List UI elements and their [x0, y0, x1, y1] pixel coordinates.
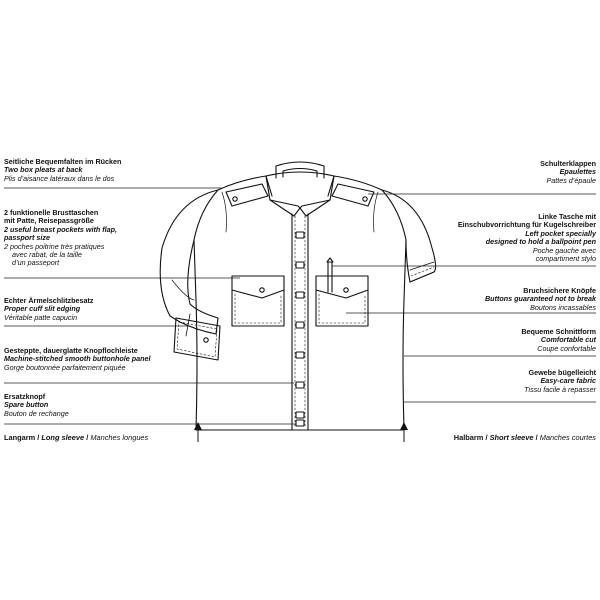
placket-buttons — [295, 231, 305, 419]
left-pocket-stitch — [234, 293, 282, 324]
label-pen-pocket-en-1: Left pocket specially — [525, 228, 596, 238]
pen-slot — [327, 261, 333, 293]
label-comfort-cut-en: Comfortable cut — [540, 335, 596, 345]
footer-short-de: Halbarm — [453, 433, 484, 442]
placket-stitch — [294, 215, 306, 429]
right-pocket-flap — [315, 275, 369, 299]
footer-short-sleeve: Halbarm / Short sleeve / Manches courtes — [454, 433, 596, 442]
label-breast-pockets-en-2: passport size — [4, 233, 50, 243]
left-pocket-button — [259, 287, 265, 293]
label-cuff-slit: Echter Ärmelschlitzbesatz Proper cuff sl… — [4, 296, 94, 322]
label-breast-pockets-de-1: 2 funktionelle Brusttaschen — [4, 208, 99, 217]
label-breast-pockets-fr-2: avec rabat, de la taille — [12, 250, 82, 260]
label-pen-pocket-de-2: Einschubvorrichtung für Kugelschreiber — [457, 220, 596, 230]
left-epaulette — [225, 183, 269, 207]
label-breast-pockets-fr-3: d’un passeport — [12, 258, 60, 268]
label-box-pleats-en: Two box pleats at back — [4, 165, 83, 175]
label-unbreakable: Bruchsichere Knöpfe Buttons guaranteed n… — [484, 286, 596, 312]
footer-long-sep-2: / — [86, 433, 89, 442]
footer-short-fr: Manches courtes — [539, 433, 596, 442]
label-pen-pocket-en-2: designed to hold a ballpoint pen — [485, 237, 596, 247]
label-epaulettes-en: Epaulettes — [559, 167, 596, 177]
cuff-stitch — [176, 321, 218, 358]
label-spare-button-fr: Bouton de rechange — [4, 408, 69, 418]
footer-short-sep-2: / — [535, 433, 538, 442]
label-spare-button: Ersatzknopf Spare button Bouton de recha… — [4, 392, 69, 418]
left-epaulette-button — [232, 196, 238, 202]
right-epaulette-button — [362, 196, 368, 202]
label-button-panel-fr: Gorge boutonnée parfaitement piquée — [4, 362, 126, 372]
right-pocket — [315, 289, 369, 327]
right-pocket-button — [343, 287, 349, 293]
footer-short-sep: / — [485, 433, 488, 442]
left-pocket-flap — [231, 275, 285, 299]
label-pen-pocket-fr-1: Poche gauche avec — [532, 245, 596, 255]
label-easy-care-en: Easy-care fabric — [540, 376, 596, 386]
label-breast-pockets: 2 funktionelle Brusttaschen mit Patte, R… — [4, 208, 118, 268]
cuff-slit — [185, 313, 191, 337]
label-epaulettes-de: Schulterklappen — [540, 159, 596, 168]
short-sleeve-arrow — [400, 422, 408, 442]
footer-long-sleeve: Langarm / Long sleeve / Manches longues — [4, 433, 148, 442]
label-unbreakable-fr: Boutons incassables — [530, 302, 596, 312]
long-sleeve-arrow — [194, 422, 202, 442]
label-breast-pockets-en-1: 2 useful breast pockets with flap, — [4, 224, 118, 234]
label-breast-pockets-fr-1: 2 poches poitrine très pratiques — [4, 241, 105, 251]
right-pocket-stitch — [318, 293, 366, 324]
label-button-panel: Gesteppte, dauerglatte Knopflochleiste M… — [4, 346, 151, 372]
label-cuff-slit-en: Proper cuff slit edging — [4, 304, 81, 314]
hanger-loop — [275, 161, 325, 179]
box-pleat-left — [221, 191, 227, 233]
label-pen-pocket: Linke Tasche mit Einschubvorrichtung für… — [457, 212, 596, 264]
label-box-pleats-de: Seitliche Bequemfalten im Rücken — [4, 157, 122, 166]
box-pleat-right — [373, 191, 379, 233]
label-spare-button-de: Ersatzknopf — [4, 392, 46, 401]
left-pocket — [231, 289, 285, 327]
long-sleeve — [159, 189, 219, 335]
footer-long-en: Long sleeve — [41, 433, 85, 442]
label-button-panel-en: Machine-stitched smooth buttonhole panel — [4, 354, 151, 364]
footer-long-sep: / — [37, 433, 40, 442]
label-easy-care-fr: Tissu facile à repasser — [524, 384, 596, 394]
hanger-loop-inner — [282, 167, 318, 178]
collar — [265, 171, 335, 217]
spare-button-mark — [295, 419, 305, 427]
label-easy-care-de: Gewebe bügelleicht — [528, 368, 597, 377]
short-sleeve-hem-stitch — [410, 266, 435, 277]
footer-long-fr: Manches longues — [90, 433, 149, 442]
short-sleeve-hem — [409, 261, 435, 283]
long-sleeve-seam — [171, 279, 195, 301]
pen-clip — [326, 257, 334, 263]
footer-long-de: Langarm — [4, 433, 36, 442]
right-epaulette — [331, 183, 375, 207]
label-epaulettes-fr: Pattes d’épaule — [546, 175, 596, 185]
label-comfort-cut: Bequeme Schnittform Comfortable cut Coup… — [521, 327, 596, 353]
footer-short-en: Short sleeve — [489, 433, 534, 442]
label-box-pleats-fr: Plis d’aisance latéraux dans le dos — [4, 173, 115, 183]
label-cuff-slit-fr: Véritable patte capucin — [4, 312, 78, 322]
shirt-body-outline — [193, 189, 407, 431]
label-pen-pocket-fr-2: compartiment stylo — [535, 254, 596, 264]
label-pen-pocket-de-1: Linke Tasche mit — [538, 212, 596, 221]
label-unbreakable-en: Buttons guaranteed not to break — [484, 294, 596, 304]
label-breast-pockets-de-2: mit Patte, Reisepassgröße — [4, 216, 94, 226]
button-placket — [291, 213, 309, 431]
label-box-pleats: Seitliche Bequemfalten im Rücken Two box… — [4, 157, 122, 183]
label-epaulettes: Schulterklappen Epaulettes Pattes d’épau… — [540, 159, 596, 185]
label-spare-button-en: Spare button — [4, 400, 49, 410]
collar-fold — [269, 199, 331, 209]
short-sleeve — [381, 189, 437, 283]
label-comfort-cut-fr: Coupe confortable — [537, 343, 596, 353]
label-comfort-cut-de: Bequeme Schnittform — [521, 327, 596, 336]
label-button-panel-de: Gesteppte, dauerglatte Knopflochleiste — [4, 346, 138, 355]
label-unbreakable-de: Bruchsichere Knöpfe — [523, 286, 596, 295]
cuff — [173, 317, 221, 361]
label-cuff-slit-de: Echter Ärmelschlitzbesatz — [4, 296, 94, 305]
label-easy-care: Gewebe bügelleicht Easy-care fabric Tiss… — [524, 368, 597, 394]
cuff-button — [203, 337, 209, 343]
